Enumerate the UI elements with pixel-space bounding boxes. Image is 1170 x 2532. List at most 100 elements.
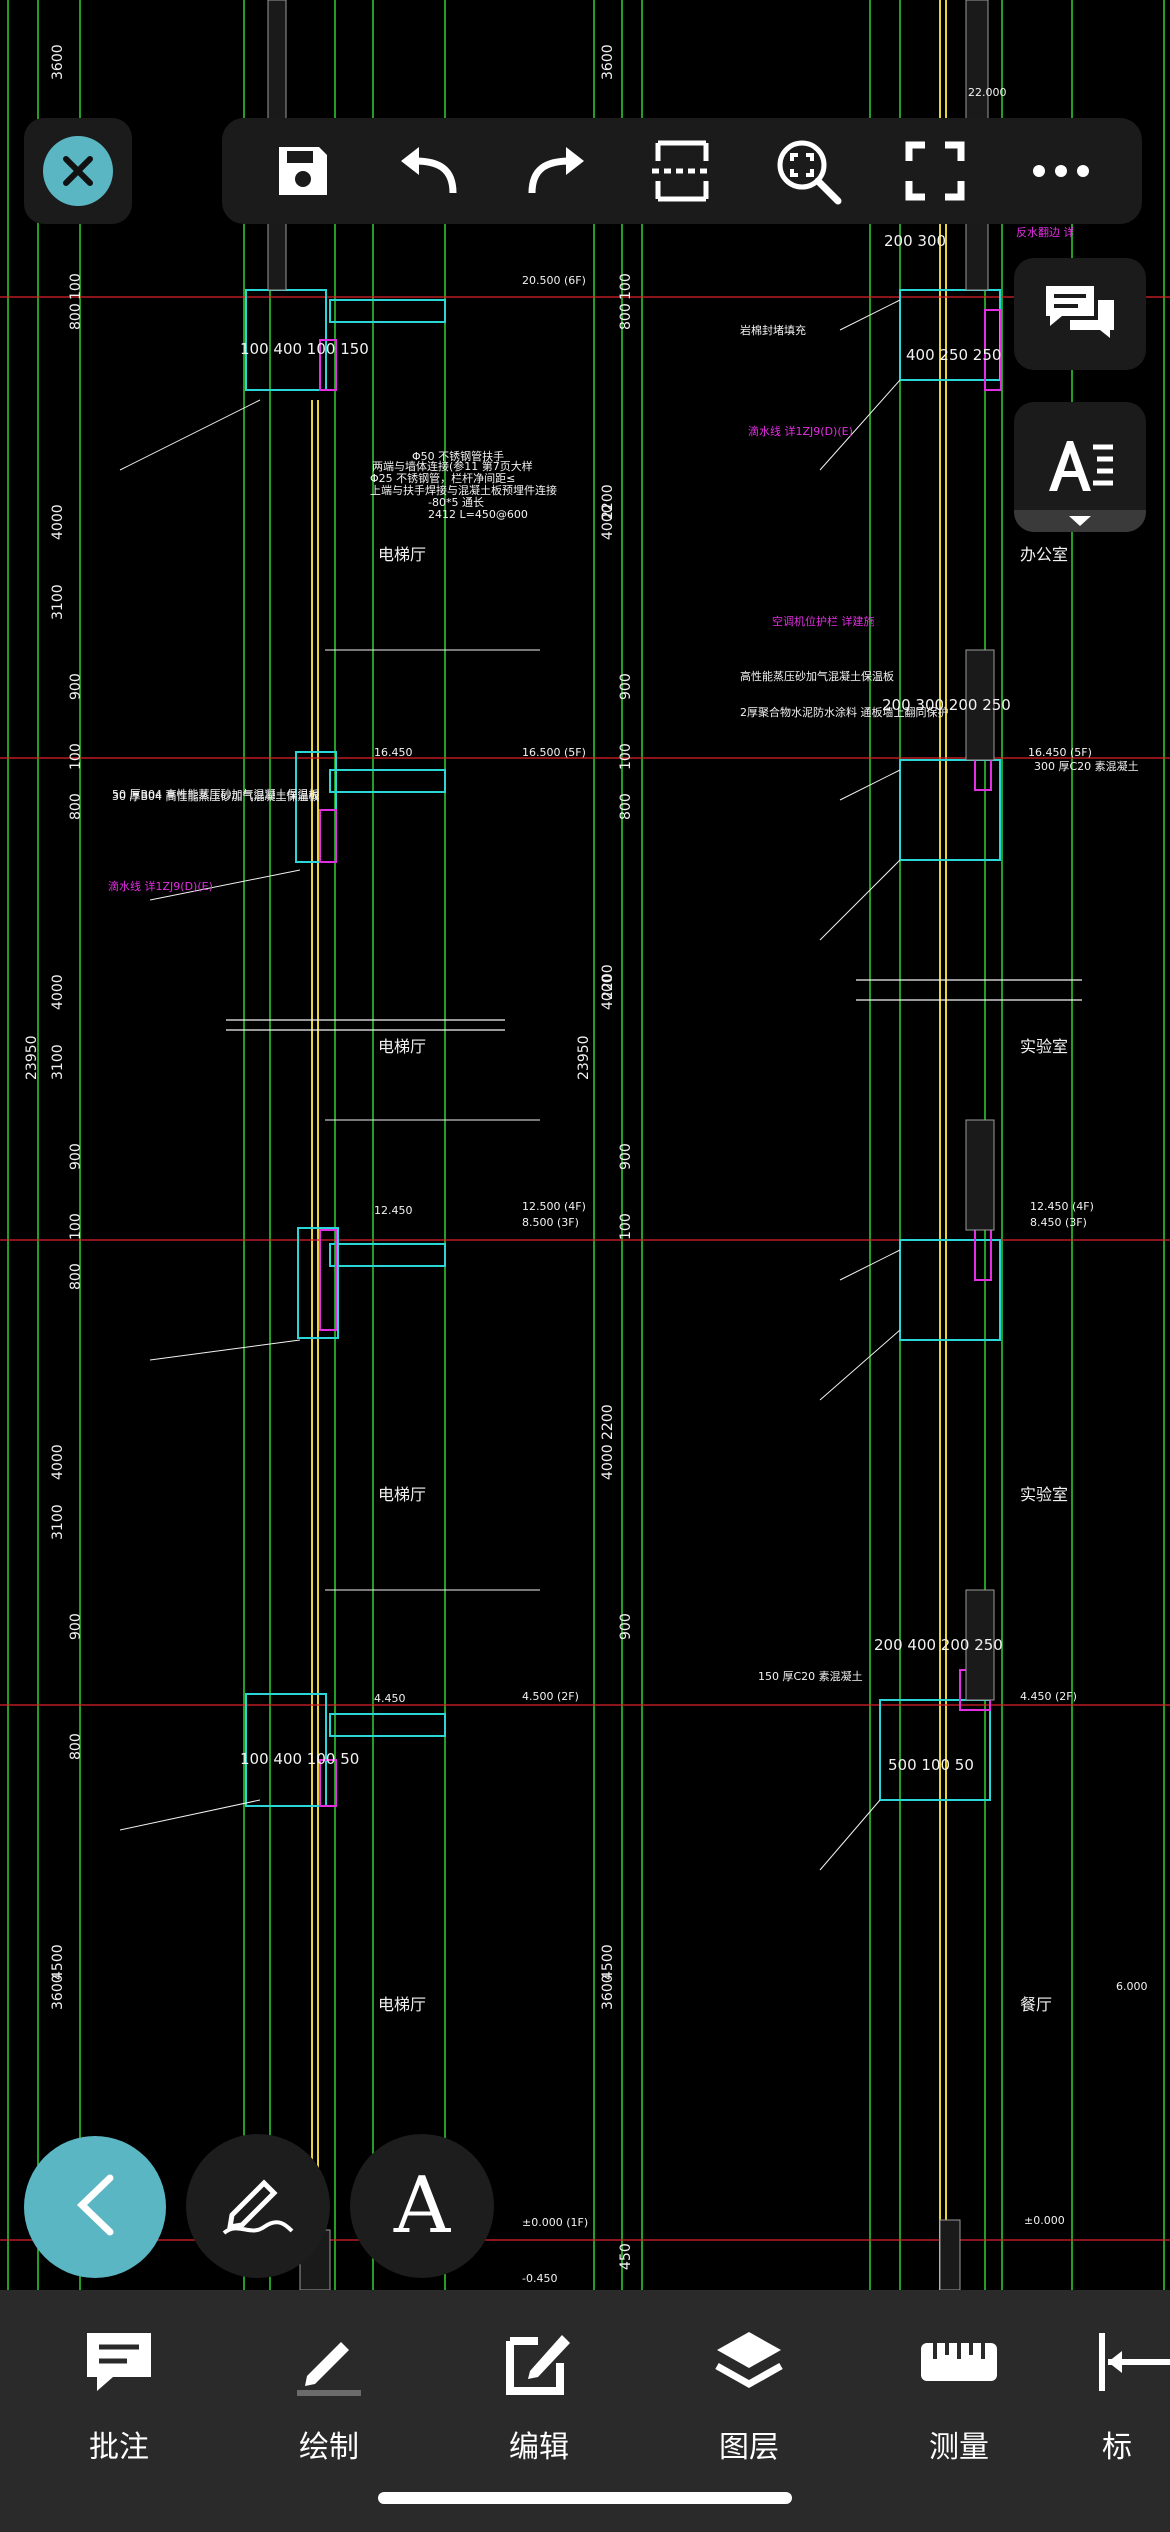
- dim-left: 800: [68, 1733, 84, 1760]
- detail-dim: 200 400 200 250: [874, 1636, 1003, 1654]
- text-style-icon: [1045, 435, 1115, 499]
- elevation-label: 4.450 (2F): [1020, 1690, 1077, 1703]
- annotate-icon: [44, 2322, 194, 2402]
- dim-mid: 4500: [600, 1944, 616, 1980]
- text-mode-button[interactable]: A: [350, 2134, 494, 2278]
- redo-icon[interactable]: [508, 123, 604, 219]
- nav-annotate-label: 批注: [89, 2430, 149, 2465]
- note-right: 滴水线 详1ZJ9(D)(E): [748, 424, 853, 438]
- note-left: 30 厚B04 高性能蒸压砂加气混凝土保温板: [112, 789, 320, 803]
- detail-dim: 100 400 100 150: [240, 340, 369, 358]
- nav-edit[interactable]: 编辑: [464, 2322, 614, 2466]
- room-label: 电梯厅: [378, 1995, 426, 2014]
- elevation-label: ±0.000 (1F): [522, 2216, 588, 2229]
- cad-drawing-canvas[interactable]: 电梯厅电梯厅电梯厅电梯厅办公室实验室实验室餐厅36004000310040003…: [0, 0, 1170, 2290]
- dim-left: 3600: [50, 1974, 66, 2010]
- undo-icon[interactable]: [381, 123, 477, 219]
- dim-mid: 100: [618, 743, 634, 770]
- close-button[interactable]: [24, 118, 132, 224]
- note-left: 两端与墙体连接(参11 第7页大样: [372, 459, 533, 473]
- room-label: 餐厅: [1020, 1995, 1052, 2014]
- dim-left: 3100: [50, 1504, 66, 1540]
- elevation-label: 16.500 (5F): [522, 746, 586, 759]
- draw-mode-button[interactable]: [186, 2134, 330, 2278]
- note-right: 岩棉封堵填充: [740, 323, 806, 337]
- text-mode-label: A: [393, 2161, 451, 2251]
- dim-mid: 23950: [576, 1035, 592, 1080]
- dim-mid: 900: [618, 673, 634, 700]
- dim-left: 100: [68, 273, 84, 300]
- nav-draw-label: 绘制: [299, 2430, 359, 2465]
- note-left: 50 厚B04 高性能蒸压砂加气混凝土保温板: [112, 787, 320, 801]
- dim-mid: 2200: [600, 484, 616, 520]
- room-label: 实验室: [1020, 1037, 1068, 1056]
- dim-left: 3600: [50, 44, 66, 80]
- measure-icon: [884, 2322, 1034, 2402]
- dim-mid: 900: [618, 1143, 634, 1170]
- dim-mid: 4000: [600, 504, 616, 540]
- note-left: 2412 L=450@600: [428, 508, 528, 521]
- elevation-label: 4.450: [374, 1692, 406, 1705]
- draw-icon: [254, 2322, 404, 2402]
- more-icon[interactable]: [1013, 123, 1109, 219]
- fullscreen-icon[interactable]: [887, 123, 983, 219]
- dim-mid: 100: [618, 273, 634, 300]
- dim-mid: 450: [618, 2243, 634, 2270]
- note-right: 300 厚C20 素混凝土: [1034, 759, 1139, 773]
- close-icon: [43, 136, 113, 206]
- chevron-left-icon: [72, 2174, 118, 2240]
- elevation-label: 4.500 (2F): [522, 1690, 579, 1703]
- room-label: 办公室: [1020, 545, 1068, 564]
- zoom-extents-icon[interactable]: [760, 123, 856, 219]
- nav-draw[interactable]: 绘制: [254, 2322, 404, 2466]
- text-style-button[interactable]: [1014, 402, 1146, 532]
- room-label: 电梯厅: [378, 1037, 426, 1056]
- note-left: 上端与扶手焊接与混凝土板预埋件连接: [370, 483, 557, 497]
- dim-mid: 4000: [600, 974, 616, 1010]
- elevation-label: ±0.000: [1024, 2214, 1065, 2227]
- nav-measure-label: 测量: [929, 2430, 989, 2465]
- nav-dimension[interactable]: 标: [1094, 2322, 1170, 2466]
- section-view-icon[interactable]: [634, 123, 730, 219]
- back-button[interactable]: [24, 2136, 166, 2278]
- dim-left: 23950: [24, 1035, 40, 1080]
- detail-dim: 100 400 100 50: [240, 1750, 359, 1768]
- dim-mid: 3600: [600, 1974, 616, 2010]
- note-right: 150 厚C20 素混凝土: [758, 1669, 863, 1683]
- elevation-label: 8.450 (3F): [1030, 1216, 1087, 1229]
- dimension-icon: [1094, 2322, 1170, 2402]
- comments-icon: [1042, 282, 1118, 346]
- save-icon[interactable]: [255, 123, 351, 219]
- dim-mid: 2200: [600, 964, 616, 1000]
- detail-dim: 200 300 200 250: [882, 696, 1011, 714]
- nav-annotate[interactable]: 批注: [44, 2322, 194, 2466]
- detail-dim: 500 100 50: [888, 1756, 974, 1774]
- note-left: Φ25 不锈钢管，栏杆净间距≤: [370, 471, 515, 485]
- dim-left: 900: [68, 673, 84, 700]
- dim-mid: 800: [618, 793, 634, 820]
- detail-dim: 200 300: [884, 232, 946, 250]
- dim-mid: 800: [618, 303, 634, 330]
- pen-wave-icon: [220, 2171, 296, 2241]
- dim-mid: 900: [618, 1613, 634, 1640]
- nav-dimension-label: 标: [1102, 2430, 1132, 2465]
- elevation-label: 20.500 (6F): [522, 274, 586, 287]
- chevron-down-icon: [1014, 510, 1146, 532]
- detail-dim: 400 250 250: [906, 346, 1001, 364]
- elevation-label: 16.450 (5F): [1028, 746, 1092, 759]
- dim-left: 800: [68, 1263, 84, 1290]
- home-indicator: [378, 2492, 792, 2504]
- dim-mid: 3600: [600, 44, 616, 80]
- elevation-label: 12.500 (4F): [522, 1200, 586, 1213]
- dim-left: 900: [68, 1613, 84, 1640]
- nav-measure[interactable]: 测量: [884, 2322, 1034, 2466]
- note-left: Φ50 不锈钢管扶手: [412, 449, 504, 463]
- elevation-label: 12.450: [374, 1204, 413, 1217]
- room-label: 电梯厅: [378, 545, 426, 564]
- dim-left: 900: [68, 1143, 84, 1170]
- comments-button[interactable]: [1014, 258, 1146, 370]
- elevation-label: 8.500 (3F): [522, 1216, 579, 1229]
- note-left: 滴水线 详1ZJ9(D)(E): [108, 879, 213, 893]
- note-right: 空调机位护栏 详建施: [772, 614, 875, 628]
- nav-layers[interactable]: 图层: [674, 2322, 824, 2466]
